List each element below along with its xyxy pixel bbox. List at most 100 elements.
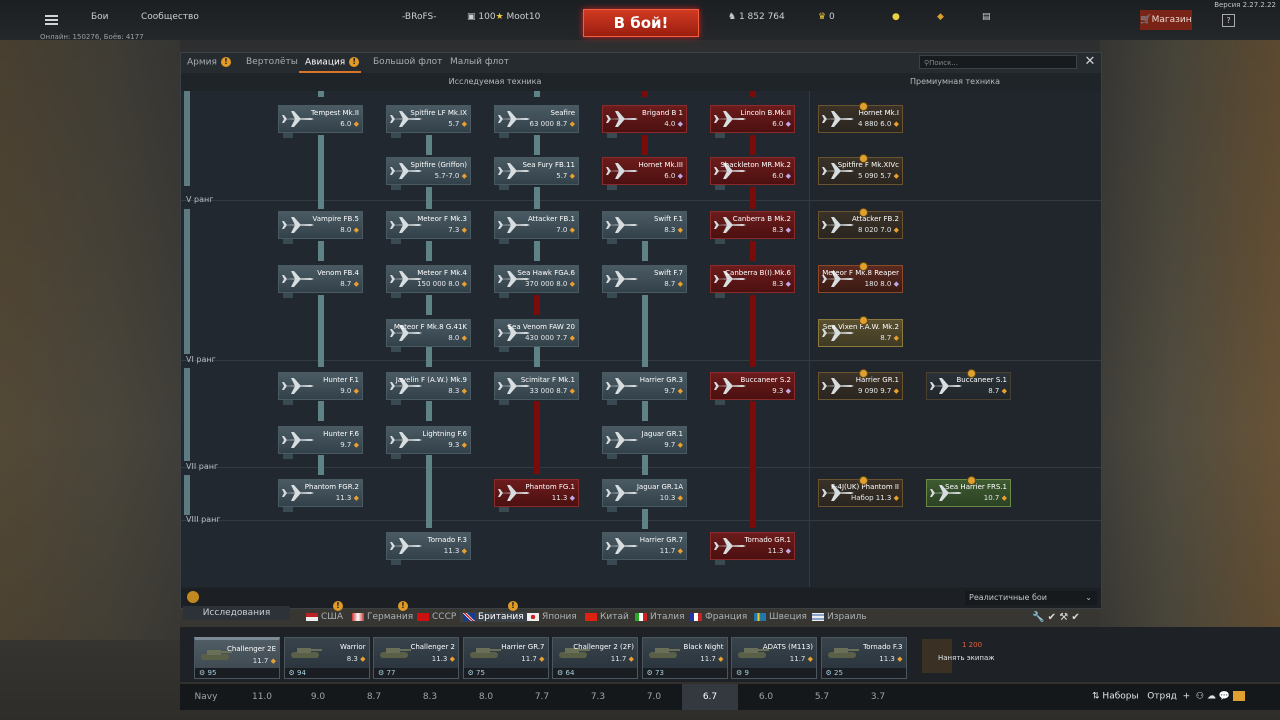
br-option[interactable]: 8.3 — [422, 692, 438, 702]
close-icon[interactable]: ✕ — [1084, 54, 1096, 69]
nation-germany[interactable]: Германия — [352, 612, 413, 622]
check-icon[interactable]: ✔ — [1047, 612, 1057, 623]
community-menu[interactable]: Сообщество — [141, 12, 199, 22]
battles-menu[interactable]: Бои — [91, 12, 109, 22]
nation-france[interactable]: Франция — [690, 612, 747, 622]
coupon-icon[interactable]: ▤ — [982, 12, 991, 22]
help-button[interactable]: ? — [1222, 14, 1235, 27]
lightbulb-icon[interactable]: ● — [892, 12, 900, 22]
tab-aviation[interactable]: Авиация! — [299, 57, 361, 73]
nation-china[interactable]: Китай — [585, 612, 629, 622]
squad-info[interactable]: ▣ 100★ Moot10 — [467, 12, 540, 22]
repair-all-icon[interactable]: ⚒ — [1059, 612, 1069, 623]
cloud-icon[interactable]: ☁ — [1206, 691, 1216, 702]
research-button[interactable]: Исследования — [183, 606, 290, 620]
tab-coastal-fleet[interactable]: Малый флот — [450, 57, 509, 67]
br-option[interactable]: 8.7 — [366, 692, 382, 702]
search-input[interactable]: ⚲Поиск... — [919, 55, 1077, 69]
presets-button[interactable]: Наборы — [1102, 691, 1139, 702]
nation-japan[interactable]: Япония — [527, 612, 577, 622]
shop-button[interactable]: 🛒Магазин — [1140, 10, 1192, 30]
br-option[interactable]: 9.0 — [310, 692, 326, 702]
nation-britain[interactable]: Британия — [460, 612, 527, 622]
br-option[interactable]: 8.0 — [478, 692, 494, 702]
nation-israel[interactable]: Израиль — [812, 612, 867, 622]
chat-icon[interactable]: 💬 — [1218, 691, 1230, 702]
player-name[interactable]: -BRoFS- — [402, 12, 437, 22]
vehicle-card[interactable]: Spitfire (Griffon)5.7-7.0 ◆ — [386, 157, 471, 190]
badge-icon[interactable]: ◆ — [937, 12, 944, 22]
friends-icon[interactable]: ⚇ — [1195, 691, 1204, 702]
nation-ussr[interactable]: СССР — [417, 612, 456, 622]
trophy-icon[interactable] — [187, 591, 199, 603]
game-mode-select[interactable]: Реалистичные бои⌄ — [965, 591, 1097, 605]
check-icon[interactable]: ✔ — [1071, 612, 1080, 623]
wrench-icon[interactable]: 🔧 — [1032, 612, 1045, 623]
golden-eagles[interactable]: ♛ 0 — [818, 12, 835, 22]
battle-button[interactable]: В бой! — [583, 9, 699, 37]
br-option[interactable]: 11.0 — [251, 692, 273, 702]
nation-italy[interactable]: Италия — [635, 612, 685, 622]
crew-slot[interactable]: ADATS (M113)11.7 ◆⚙ 9 — [731, 637, 817, 679]
plus-icon[interactable]: + — [1182, 691, 1191, 702]
br-option[interactable]: 7.7 — [534, 692, 550, 702]
buy-crew-slot[interactable]: 1 200 Нанять экипаж — [920, 637, 996, 679]
mail-icon[interactable] — [1232, 691, 1245, 701]
squad-button[interactable]: Отряд — [1147, 691, 1177, 702]
tab-army[interactable]: Армия! — [187, 57, 231, 68]
crew-slot[interactable]: Challenger 2 (2F)11.7 ◆⚙ 64 — [552, 637, 638, 679]
br-option[interactable]: 6.7 — [682, 684, 738, 710]
menu-icon[interactable] — [45, 15, 58, 25]
silver-lions[interactable]: ♞ 1 852 764 — [728, 12, 785, 22]
tab-helicopters[interactable]: Вертолёты — [246, 57, 298, 67]
br-option[interactable]: 7.3 — [590, 692, 606, 702]
nation-usa[interactable]: США — [306, 612, 343, 622]
nation-sweden[interactable]: Швеция — [754, 612, 807, 622]
